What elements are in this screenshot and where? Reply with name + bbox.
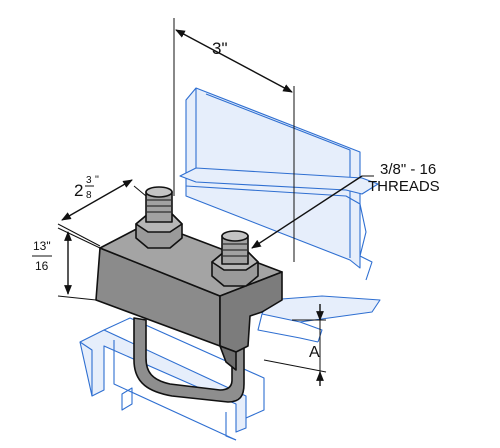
channel-left-lip [79, 341, 93, 396]
beam-top-flange [179, 167, 379, 195]
height-dim-denominator: 16 [35, 259, 49, 273]
beam-right-edge [359, 203, 373, 281]
thread-callout-line1: 3/8" - 16 [380, 161, 436, 178]
channel-front-face [79, 329, 247, 433]
beam-flange-edge [185, 185, 361, 205]
channel-slot [121, 387, 133, 411]
stud-right-end [221, 230, 249, 242]
depth-dim-denominator: 8 [86, 190, 92, 201]
dimension-depth: 2 3 8 " [57, 174, 147, 247]
clamp-hook-tip [219, 345, 237, 371]
beam-web-inner [205, 93, 351, 258]
width-dim-label: 3" [212, 39, 228, 58]
dimension-width: 3" [173, 18, 295, 262]
channel-inner-edge [113, 340, 237, 441]
depth-dim-inch: " [95, 174, 99, 186]
depth-dim-whole: 2 [74, 181, 83, 200]
beam-flange-lower [257, 313, 319, 343]
beam-flange-lip [299, 321, 323, 343]
channel-top-edge [103, 317, 265, 419]
stud-left-threads [147, 199, 171, 213]
bolt-left [135, 186, 183, 249]
gap-dim-label: A [309, 344, 320, 361]
thread-callout-line2: THREADS [368, 178, 440, 195]
thread-callout: 3/8" - 16 THREADS [251, 161, 440, 249]
stud-left-end [145, 186, 173, 198]
bolt-right [211, 230, 259, 287]
depth-dim-numerator: 3 [86, 175, 92, 186]
height-dim-numerator: 13" [33, 239, 51, 253]
stud-right-threads [223, 243, 247, 257]
strut-channel [79, 317, 265, 441]
channel-end [225, 412, 237, 441]
dimension-height: 13" 16 [32, 227, 101, 301]
dimension-gap: A [263, 304, 327, 386]
beam [179, 87, 381, 343]
